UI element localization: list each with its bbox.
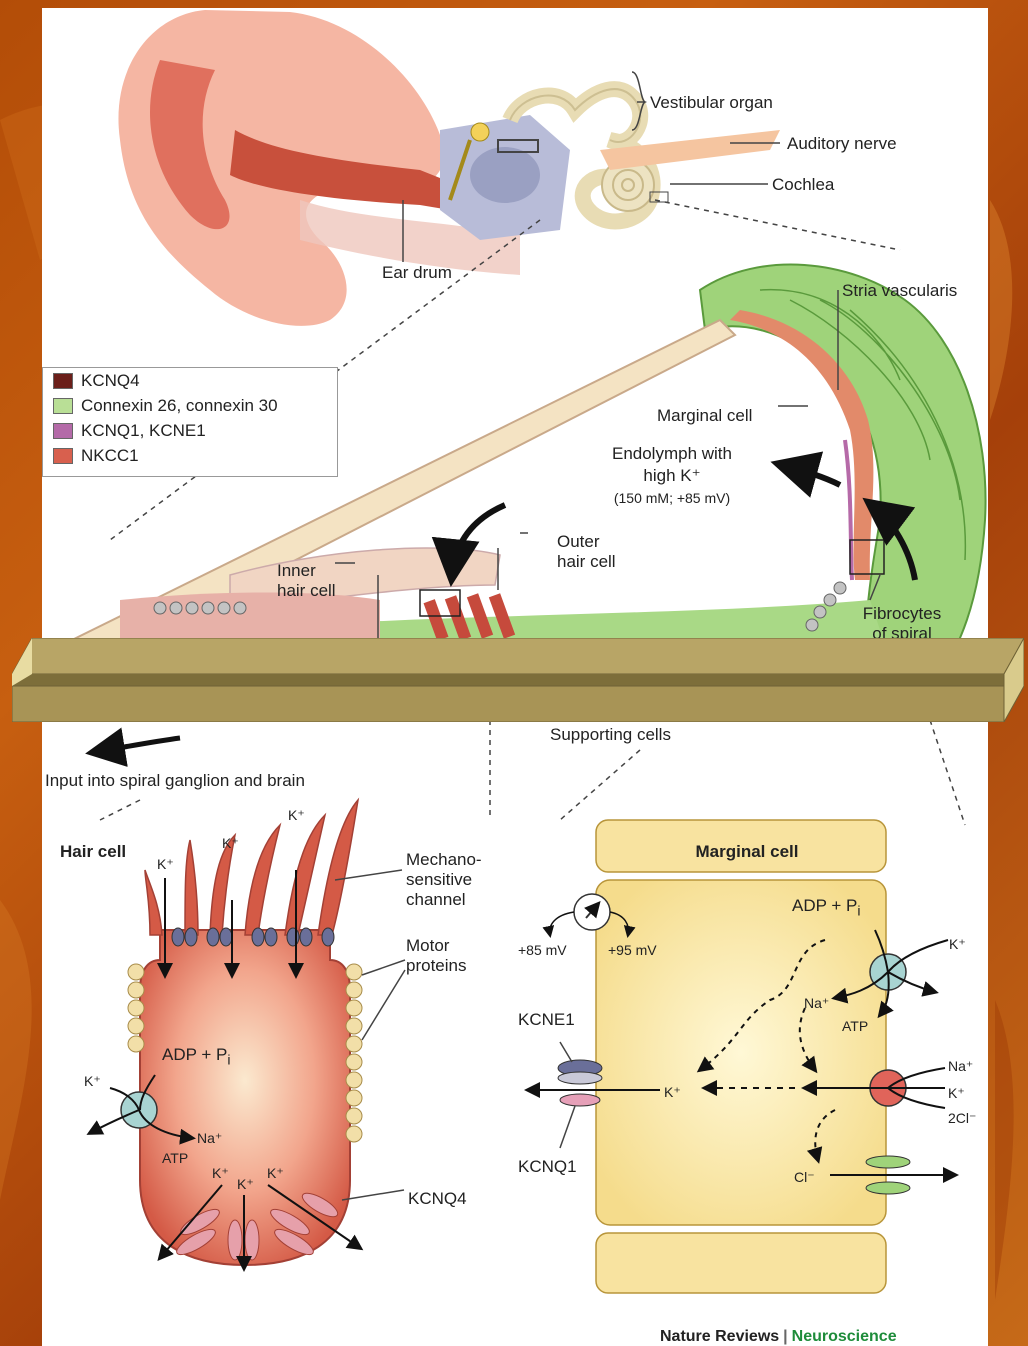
mv-plus-85: +85 mV (518, 940, 567, 960)
credit-separator: | (783, 1328, 787, 1345)
marginal-k-mid: K⁺ (664, 1082, 681, 1102)
legend-item-kcnq1-kcne1: KCNQ1, KCNE1 (43, 418, 337, 443)
label-motor-proteins: Motor proteins (406, 936, 466, 976)
legend-swatch (53, 373, 73, 389)
label-endolymph-line3: (150 mM; +85 mV) (582, 488, 762, 508)
marginal-na-1: Na⁺ (804, 993, 829, 1013)
label-stria-vascularis: Stria vascularis (842, 281, 957, 301)
label-endolymph-line1: Endolymph with (582, 444, 762, 464)
hair-adp-pi: ADP + Pi (162, 1045, 231, 1070)
hair-k-bottom-2: K⁺ (237, 1174, 254, 1194)
marginal-atp: ATP (842, 1016, 868, 1036)
marginal-2cl: 2Cl⁻ (948, 1108, 976, 1128)
hair-k-top-1: K⁺ (157, 854, 174, 874)
label-inner-hair-cell: Inner hair cell (277, 561, 336, 601)
marginal-k-1: K⁺ (949, 934, 966, 954)
credit-section: Neuroscience (792, 1328, 897, 1345)
marginal-cl: Cl⁻ (794, 1167, 815, 1187)
credit-line: Nature Reviews| Neuroscience (660, 1328, 897, 1346)
marginal-na-2: Na⁺ (948, 1056, 973, 1076)
label-auditory-nerve: Auditory nerve (787, 134, 897, 154)
legend-swatch (53, 423, 73, 439)
marginal-k-2: K⁺ (948, 1083, 965, 1103)
label-kcnq1: KCNQ1 (518, 1157, 577, 1177)
mv-plus-95: +95 mV (608, 940, 657, 960)
marginal-adp-pi: ADP + Pi (792, 896, 861, 921)
hair-k-top-3: K⁺ (288, 805, 305, 825)
legend-item-connexin: Connexin 26, connexin 30 (43, 393, 337, 418)
credit-journal: Nature Reviews (660, 1328, 779, 1345)
hair-k-bottom-3: K⁺ (267, 1163, 284, 1183)
legend-item-kcnq4: KCNQ4 (43, 368, 337, 393)
legend: KCNQ4 Connexin 26, connexin 30 KCNQ1, KC… (42, 367, 338, 477)
legend-label: Connexin 26, connexin 30 (81, 396, 278, 416)
label-outer-hair-cell: Outer hair cell (557, 532, 616, 572)
hair-k-bottom-1: K⁺ (212, 1163, 229, 1183)
hair-k-top-2: K⁺ (222, 833, 239, 853)
hair-atp: ATP (162, 1148, 188, 1168)
hair-k-left: K⁺ (84, 1071, 101, 1091)
legend-label: KCNQ1, KCNE1 (81, 421, 206, 441)
label-vestibular-organ: Vestibular organ (650, 93, 773, 113)
gold-bar-overlay (12, 638, 1024, 722)
marginal-cell-title: Marginal cell (652, 842, 842, 862)
marginal-cell-detail (528, 820, 955, 1293)
hair-na: Na⁺ (197, 1128, 222, 1148)
label-supporting-cells: Supporting cells (550, 725, 671, 745)
legend-item-nkcc1: NKCC1 (43, 443, 337, 468)
label-kcnq4: KCNQ4 (408, 1189, 467, 1209)
label-marginal-cell: Marginal cell (657, 406, 752, 426)
label-input-spiral-ganglion: Input into spiral ganglion and brain (45, 771, 305, 791)
legend-label: NKCC1 (81, 446, 139, 466)
legend-swatch (53, 448, 73, 464)
label-kcne1: KCNE1 (518, 1010, 575, 1030)
label-mechanosensitive-channel: Mechano- sensitive channel (406, 850, 482, 910)
legend-swatch (53, 398, 73, 414)
legend-label: KCNQ4 (81, 371, 140, 391)
label-cochlea: Cochlea (772, 175, 834, 195)
hair-cell-detail (90, 800, 405, 1268)
label-endolymph-line2: high K⁺ (582, 466, 762, 486)
hair-cell-title: Hair cell (60, 842, 126, 862)
label-ear-drum: Ear drum (382, 263, 452, 283)
